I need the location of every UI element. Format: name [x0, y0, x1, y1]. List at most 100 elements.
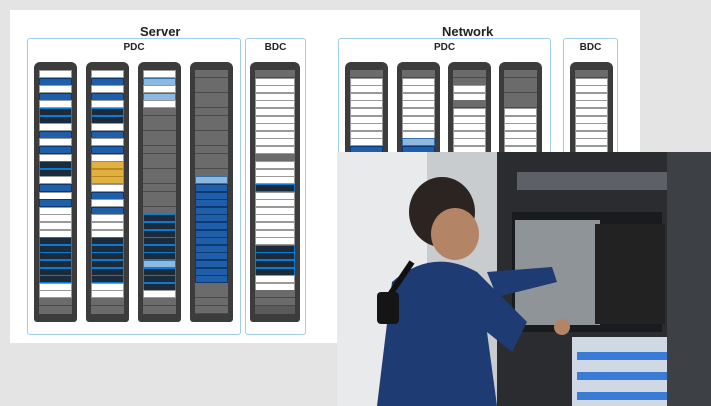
rack-unit	[195, 115, 228, 124]
rack-unit	[91, 298, 124, 306]
rack-unit	[255, 153, 295, 162]
rack-unit	[453, 108, 486, 116]
rack-unit	[504, 115, 537, 124]
rack-unit	[255, 138, 295, 147]
rack-unit	[91, 153, 124, 162]
rack-unit	[39, 115, 72, 124]
rack-unit	[195, 275, 228, 284]
rack-unit	[453, 123, 486, 132]
rack-unit	[91, 100, 124, 109]
rack-unit	[195, 199, 228, 208]
rack-unit	[575, 92, 608, 101]
rack-unit	[255, 100, 295, 109]
rack-unit	[255, 290, 295, 299]
rack-unit	[91, 199, 124, 208]
rack-unit	[195, 260, 228, 268]
rack-unit	[39, 85, 72, 94]
rack-unit	[453, 115, 486, 124]
rack-unit	[255, 161, 295, 170]
rack-unit	[575, 130, 608, 139]
rack-unit	[195, 237, 228, 246]
rack-unit	[91, 108, 124, 116]
rack-unit	[195, 184, 228, 192]
rack-unit	[143, 313, 176, 314]
rack-unit	[91, 214, 124, 223]
rack-unit	[39, 199, 72, 208]
rack-unit	[504, 92, 537, 101]
rack-unit	[91, 206, 124, 215]
rack-unit	[255, 146, 295, 154]
rack-unit	[255, 123, 295, 132]
rack-unit	[504, 70, 537, 78]
rack-unit	[39, 260, 72, 268]
rack-unit	[39, 244, 72, 253]
technician-photo	[337, 152, 711, 406]
rack-unit	[402, 130, 435, 139]
rack-unit	[350, 92, 383, 101]
rack-unit	[91, 313, 124, 314]
rack-unit	[91, 222, 124, 230]
server-bdc-group: BDC	[245, 38, 306, 335]
rack-unit	[195, 153, 228, 162]
rack-unit	[39, 70, 72, 78]
rack-unit	[195, 85, 228, 94]
rack-unit	[575, 138, 608, 147]
rack-unit	[39, 222, 72, 230]
rack-unit	[350, 85, 383, 94]
rack-unit	[39, 290, 72, 299]
rack-unit	[504, 100, 537, 109]
rack-unit	[39, 168, 72, 177]
rack-unit	[39, 267, 72, 276]
network-title: Network	[442, 24, 494, 39]
rack-unit	[143, 229, 176, 238]
rack-unit	[195, 229, 228, 238]
server-pdc-group: PDC	[27, 38, 241, 335]
rack	[86, 62, 129, 322]
rack-unit	[350, 100, 383, 109]
rack-unit	[453, 138, 486, 147]
rack-unit	[504, 123, 537, 132]
rack-unit	[195, 191, 228, 200]
rack-unit	[195, 214, 228, 223]
rack-unit	[255, 237, 295, 246]
rack-unit	[575, 100, 608, 109]
rack-unit	[255, 222, 295, 230]
server-bdc-label: BDC	[264, 42, 287, 53]
rack-unit	[350, 70, 383, 78]
rack-unit	[255, 260, 295, 268]
rack-unit	[39, 305, 72, 314]
rack-unit	[195, 138, 228, 147]
rack-unit	[91, 282, 124, 291]
rack-unit	[143, 191, 176, 200]
rack-unit	[143, 77, 176, 86]
rack-unit	[143, 108, 176, 116]
rack-unit	[195, 267, 228, 276]
rack-unit	[91, 77, 124, 86]
rack-unit	[255, 298, 295, 306]
rack-unit	[39, 275, 72, 284]
rack-unit	[91, 229, 124, 238]
photo-illustration	[337, 152, 711, 406]
rack-unit	[255, 176, 295, 185]
rack-unit	[504, 130, 537, 139]
rack-unit	[453, 130, 486, 139]
rack-unit	[91, 168, 124, 177]
rack-unit	[39, 229, 72, 238]
rack-unit	[255, 115, 295, 124]
rack-unit	[195, 282, 228, 291]
rack-unit	[143, 260, 176, 268]
rack-unit	[143, 161, 176, 170]
rack-unit	[402, 108, 435, 116]
rack-unit	[453, 100, 486, 109]
rack	[190, 62, 233, 322]
rack-unit	[143, 298, 176, 306]
rack-unit	[91, 92, 124, 101]
rack-unit	[39, 153, 72, 162]
rack-unit	[39, 123, 72, 132]
rack-unit	[91, 267, 124, 276]
rack-unit	[255, 267, 295, 276]
rack-unit	[255, 244, 295, 253]
rack-unit	[255, 70, 295, 78]
rack-unit	[255, 108, 295, 116]
rack-unit	[350, 108, 383, 116]
